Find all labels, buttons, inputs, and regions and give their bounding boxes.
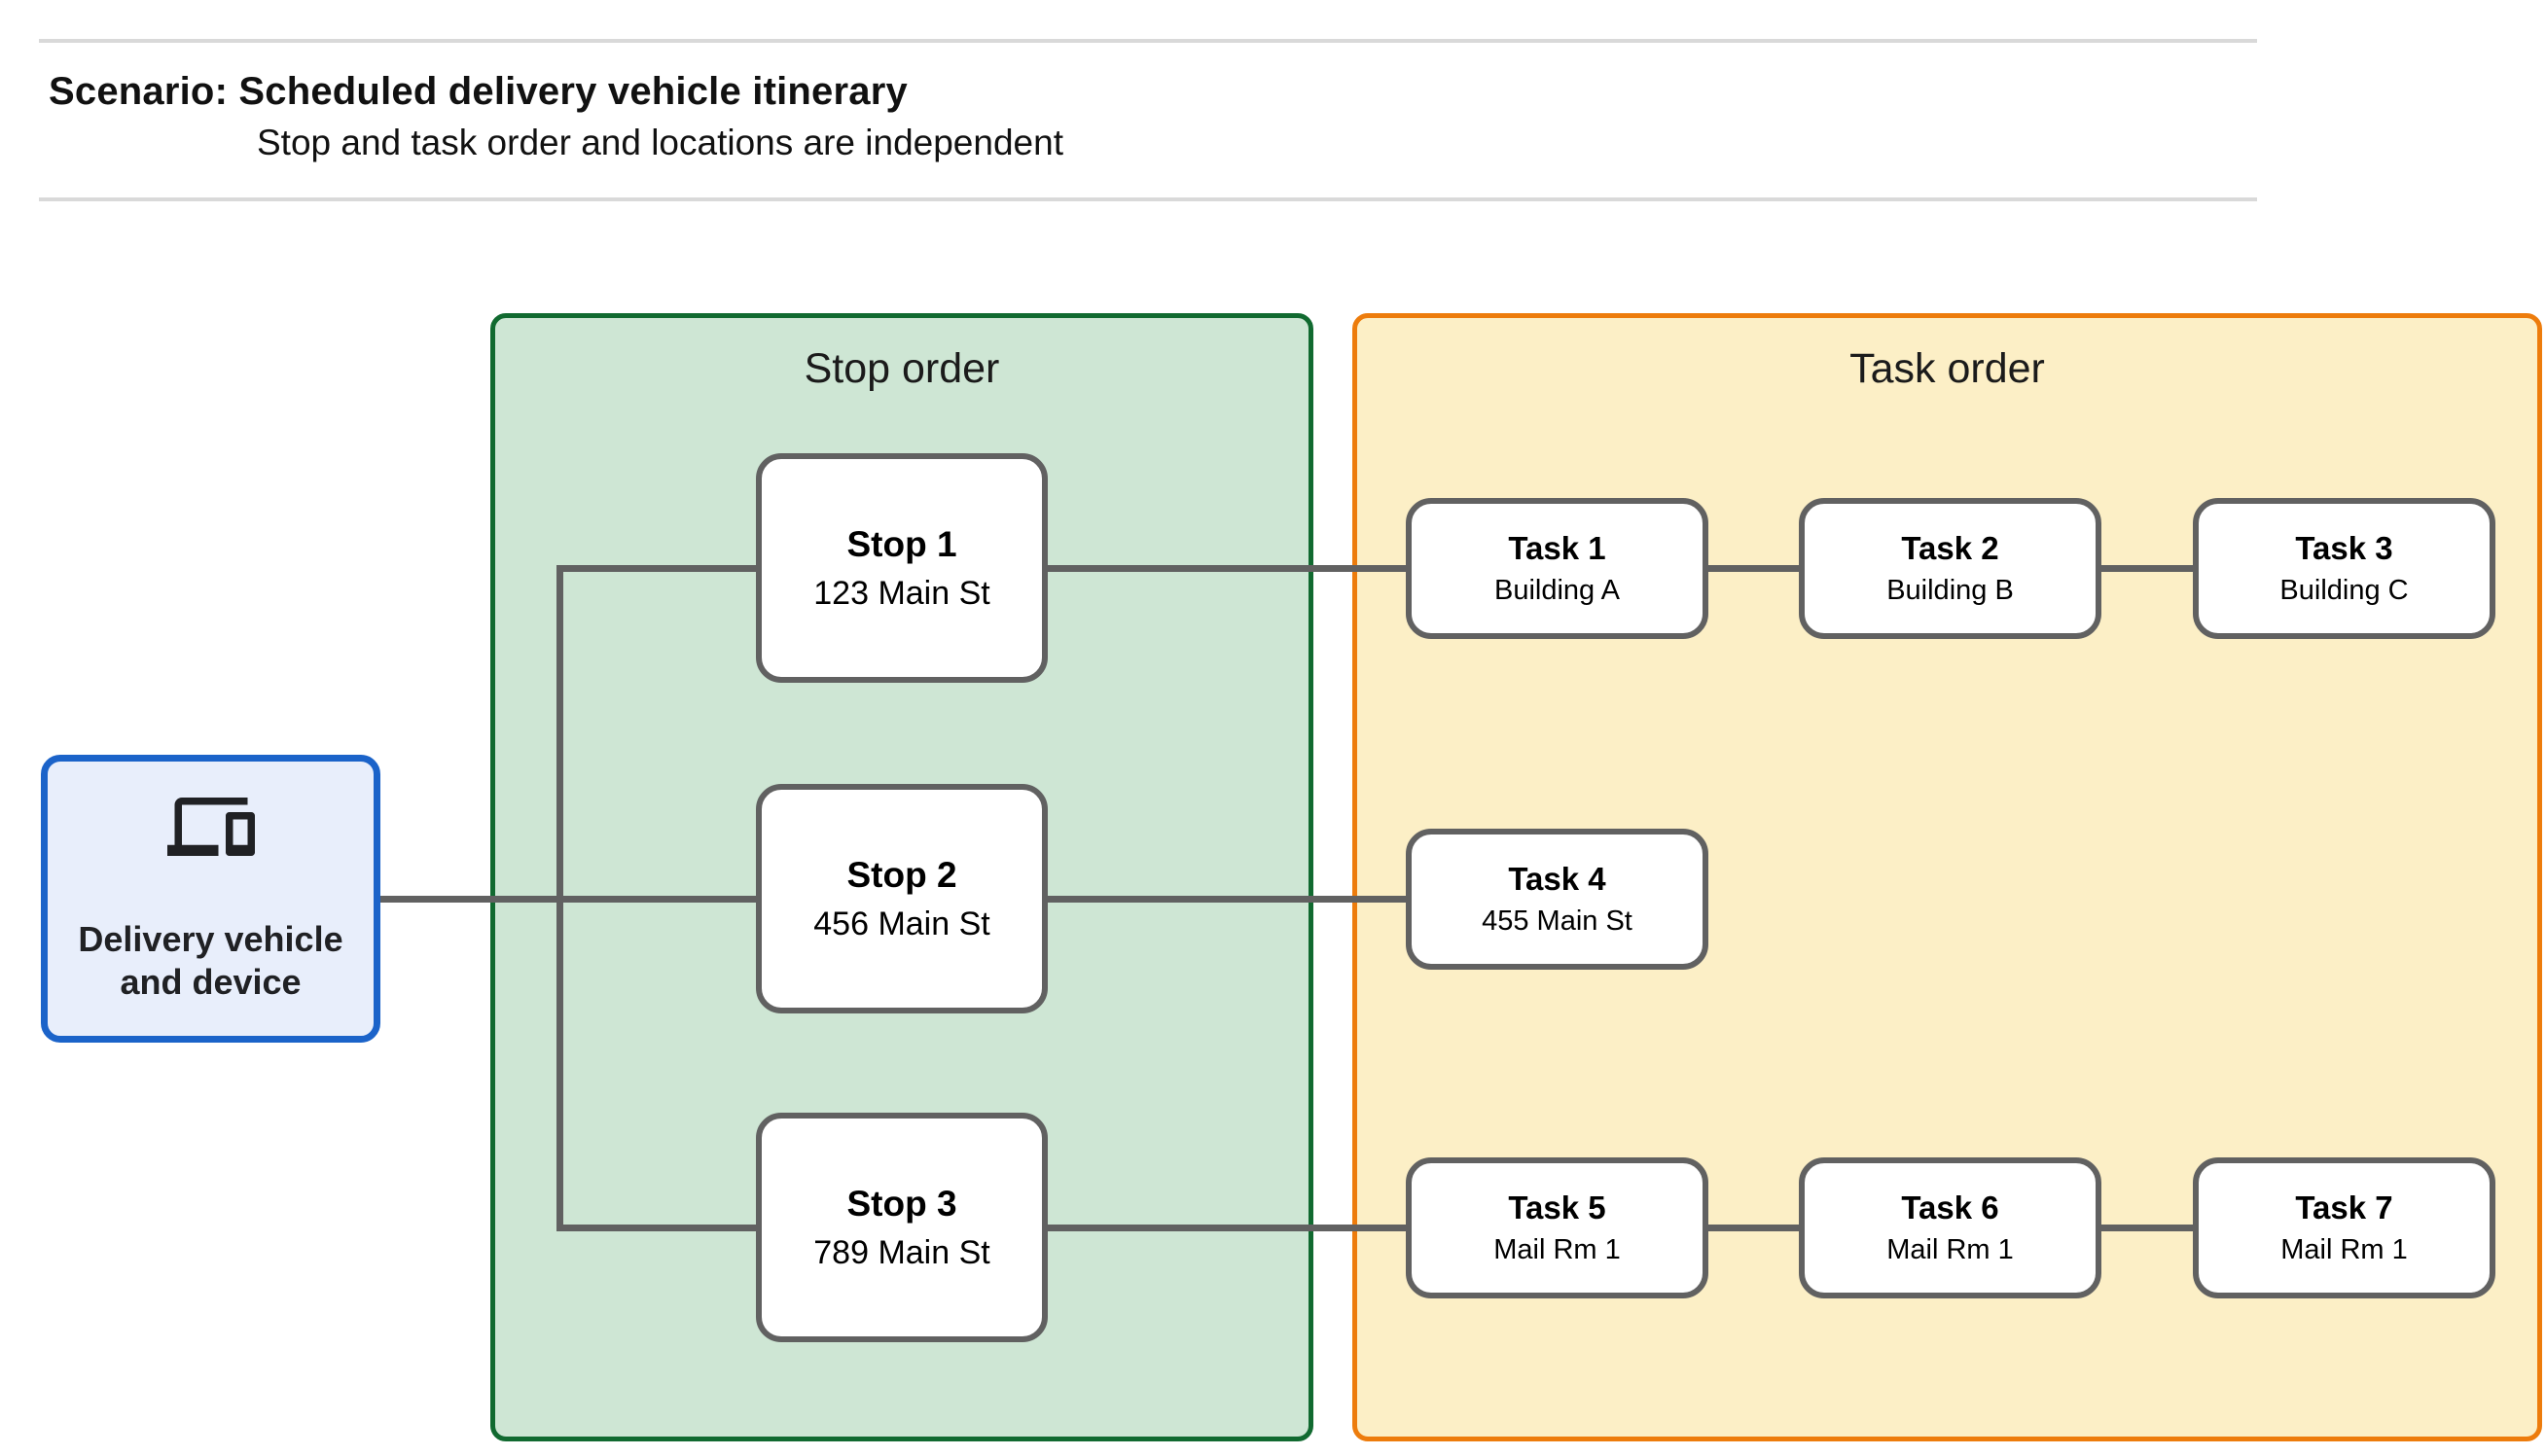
task-1-node: Task 1 Building A (1406, 498, 1708, 639)
delivery-vehicle-label-line1: Delivery vehicle (78, 919, 343, 960)
stop-1-title: Stop 1 (846, 523, 957, 564)
page-title: Scenario: Scheduled delivery vehicle iti… (49, 70, 908, 113)
divider-top (39, 39, 2257, 43)
connector-task1-to-task2 (1708, 565, 1799, 572)
connector-trunk-to-stop3 (559, 1225, 756, 1231)
task-6-node: Task 6 Mail Rm 1 (1799, 1157, 2101, 1298)
task-1-location: Building A (1494, 575, 1620, 606)
connector-trunk-vertical (556, 565, 563, 1231)
connector-trunk-to-stop1 (559, 565, 756, 572)
task-7-title: Task 7 (2295, 1190, 2393, 1225)
task-2-node: Task 2 Building B (1799, 498, 2101, 639)
connector-stop3-to-task5 (1048, 1225, 1406, 1231)
task-3-title: Task 3 (2295, 530, 2393, 566)
task-2-location: Building B (1886, 575, 2014, 606)
connector-stop2-to-task4 (1048, 896, 1406, 903)
connector-vehicle-to-stop2 (380, 896, 756, 903)
connector-stop1-to-task1 (1048, 565, 1406, 572)
connector-task5-to-task6 (1708, 1225, 1799, 1231)
delivery-vehicle-label: Delivery vehicle and device (78, 918, 342, 1004)
page-subtitle: Stop and task order and locations are in… (257, 123, 1063, 162)
task-4-title: Task 4 (1508, 861, 1606, 897)
task-5-location: Mail Rm 1 (1493, 1234, 1621, 1265)
stop-3-address: 789 Main St (813, 1233, 990, 1271)
task-4-location: 455 Main St (1482, 906, 1632, 937)
devices-icon (166, 798, 255, 857)
task-2-title: Task 2 (1901, 530, 1999, 566)
stop-3-node: Stop 3 789 Main St (756, 1113, 1048, 1342)
stop-1-address: 123 Main St (813, 574, 990, 612)
task-7-location: Mail Rm 1 (2280, 1234, 2408, 1265)
task-1-title: Task 1 (1508, 530, 1606, 566)
stop-2-node: Stop 2 456 Main St (756, 784, 1048, 1013)
task-5-title: Task 5 (1508, 1190, 1606, 1225)
delivery-vehicle-label-line2: and device (120, 962, 302, 1002)
stop-1-node: Stop 1 123 Main St (756, 453, 1048, 683)
stop-2-title: Stop 2 (846, 854, 957, 895)
divider-bottom (39, 197, 2257, 201)
stop-2-address: 456 Main St (813, 905, 990, 942)
task-6-location: Mail Rm 1 (1886, 1234, 2014, 1265)
task-5-node: Task 5 Mail Rm 1 (1406, 1157, 1708, 1298)
connector-task6-to-task7 (2101, 1225, 2193, 1231)
connector-task2-to-task3 (2101, 565, 2193, 572)
task-7-node: Task 7 Mail Rm 1 (2193, 1157, 2495, 1298)
task-order-panel-title: Task order (1849, 345, 2045, 392)
task-3-node: Task 3 Building C (2193, 498, 2495, 639)
delivery-vehicle-node: Delivery vehicle and device (41, 755, 380, 1043)
task-6-title: Task 6 (1901, 1190, 1999, 1225)
task-3-location: Building C (2279, 575, 2409, 606)
task-4-node: Task 4 455 Main St (1406, 829, 1708, 970)
stop-order-panel-title: Stop order (804, 345, 1000, 392)
stop-3-title: Stop 3 (846, 1183, 957, 1224)
